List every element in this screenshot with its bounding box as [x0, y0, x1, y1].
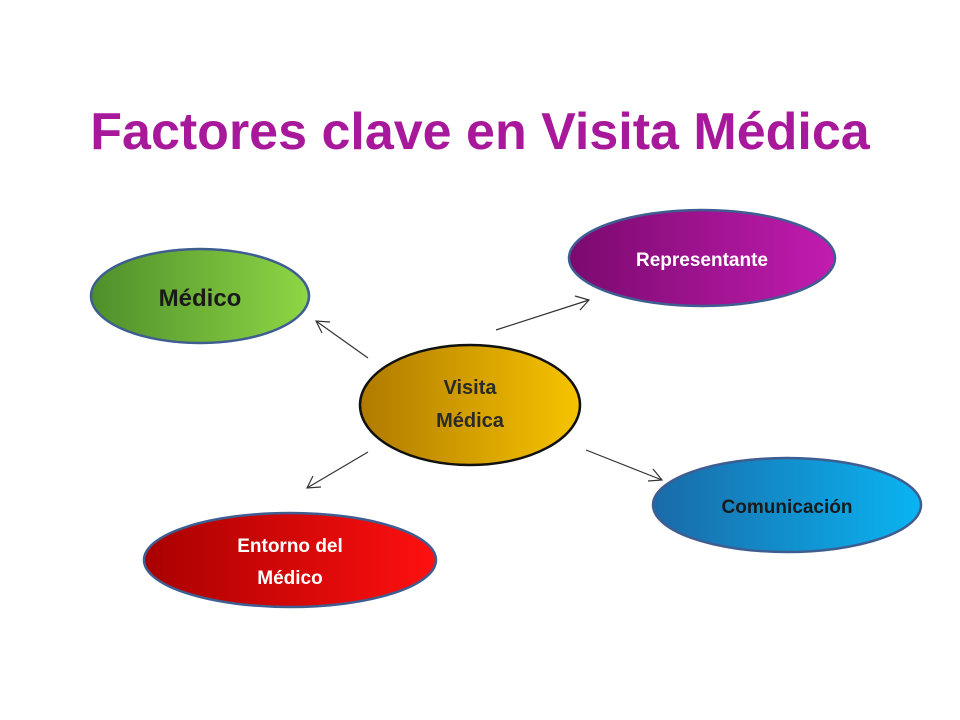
arrow-to-representante [495, 295, 591, 331]
node-medico: Médico [89, 247, 311, 345]
arrow-to-comunicacion [585, 449, 664, 482]
arrow-to-medico [314, 320, 369, 359]
node-comunicacion: Comunicación [651, 456, 923, 554]
node-entorno-line2: Médico [257, 568, 322, 589]
node-comunicacion-label: Comunicación [722, 497, 853, 518]
slide-title: Factores clave en Visita Médica [90, 103, 870, 161]
node-representante-label: Representante [636, 250, 768, 271]
node-entorno: Entorno del Médico [142, 511, 438, 609]
node-center-line1: Visita [444, 377, 498, 399]
arrow-to-entorno [305, 451, 369, 489]
node-entorno-line1: Entorno del [237, 536, 343, 557]
node-representante: Representante [567, 208, 837, 308]
arrows [305, 295, 664, 489]
node-center-line2: Médica [436, 410, 505, 432]
node-medico-label: Médico [159, 285, 242, 312]
node-visita-medica: Visita Médica [358, 343, 582, 467]
